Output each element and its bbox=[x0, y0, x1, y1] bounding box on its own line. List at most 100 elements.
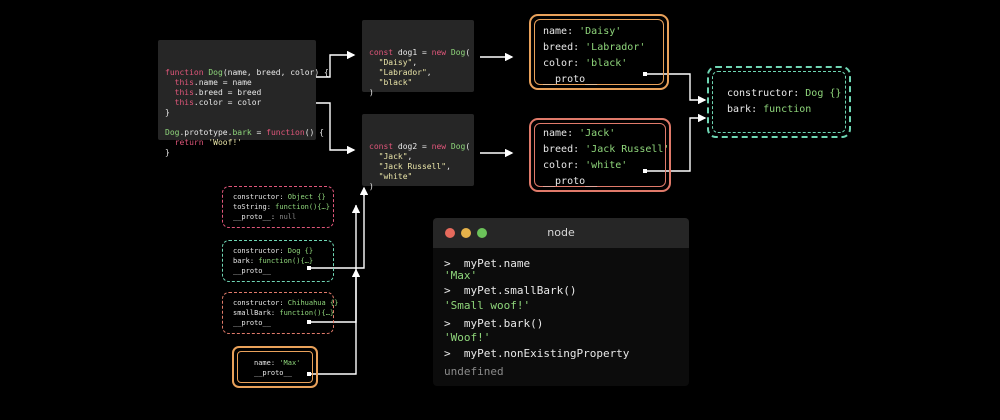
code-line: "Daisy", bbox=[369, 58, 467, 68]
code-token: ( bbox=[465, 142, 471, 151]
code-line: "Labrador", bbox=[369, 68, 467, 78]
code-line: bark: function(){…} bbox=[233, 256, 313, 266]
code-token: , bbox=[412, 58, 418, 67]
code-token: "white" bbox=[369, 172, 413, 181]
code-line: __proto__ bbox=[233, 318, 338, 328]
chihuahua-prototype-box: constructor: Chihuahua {}smallBark: func… bbox=[222, 292, 338, 334]
code-token: "Daisy" bbox=[369, 58, 413, 67]
code-token: return bbox=[165, 138, 209, 147]
code-token: function bbox=[763, 104, 812, 115]
code-token: 'Labrador' bbox=[585, 42, 646, 53]
terminal-line: > myPet.nonExistingProperty bbox=[444, 347, 630, 360]
code-token: breed: bbox=[543, 42, 586, 53]
mypet-object-box: name: 'Max'__proto__ bbox=[232, 346, 318, 388]
terminal-line: > myPet.bark() bbox=[444, 317, 544, 330]
code-line: this.name = name bbox=[165, 78, 309, 88]
code-token: dog2 bbox=[397, 142, 422, 151]
code-token: function(){…} bbox=[275, 203, 330, 211]
code-line: __proto__: null bbox=[233, 212, 330, 222]
code-token: ) bbox=[369, 182, 374, 191]
code-token: Chihuahua {} bbox=[287, 299, 339, 307]
code-line: constructor: Dog {} bbox=[727, 86, 841, 102]
code-token: bark: bbox=[727, 104, 764, 115]
code-token: "Jack" bbox=[369, 152, 408, 161]
node-terminal-window: node > myPet.name'Max'> myPet.smallBark(… bbox=[433, 218, 689, 386]
code-token: Object {} bbox=[287, 193, 326, 201]
code-token: bark bbox=[232, 128, 252, 137]
code-line: "Jack", bbox=[369, 152, 467, 162]
code-line: constructor: Chihuahua {} bbox=[233, 298, 338, 308]
code-line: constructor: Object {} bbox=[233, 192, 330, 202]
arrow-code-to-dog2 bbox=[316, 102, 356, 155]
code-token: "Jack Russell" bbox=[369, 162, 447, 171]
code-token: name: bbox=[254, 359, 280, 367]
code-token: constructor: bbox=[233, 247, 288, 255]
code-line: Dog.prototype.bark = function() { bbox=[165, 128, 324, 138]
code-token: function(){…} bbox=[258, 257, 314, 265]
code-token: 'black' bbox=[585, 58, 628, 69]
terminal-line: > myPet.smallBark() bbox=[444, 284, 577, 297]
code-line: __proto__ bbox=[233, 266, 313, 276]
code-token: 'Jack Russell' bbox=[585, 144, 670, 155]
code-token: 'Jack' bbox=[579, 128, 616, 139]
code-line: ) bbox=[369, 182, 467, 192]
code-token: 'Max' bbox=[279, 359, 301, 367]
code-lines: const dog2 = new Dog( "Jack", "Jack Russ… bbox=[369, 142, 471, 192]
code-lines: const dog1 = new Dog( "Daisy", "Labrador… bbox=[369, 48, 470, 98]
code-line: "black" bbox=[369, 78, 467, 88]
code-token: , bbox=[446, 162, 451, 171]
code-token: } bbox=[165, 148, 170, 157]
code-token: null bbox=[279, 213, 297, 221]
code-lines: function Dog(name, breed, color) { this.… bbox=[165, 68, 329, 158]
code-token: 'white' bbox=[585, 160, 628, 171]
code-token: this bbox=[165, 78, 194, 87]
code-token: __proto__ bbox=[543, 74, 598, 85]
code-line: color: 'black' bbox=[543, 56, 645, 72]
dog1-object: name: 'Daisy'breed: 'Labrador'color: 'bl… bbox=[529, 14, 669, 90]
code-token: 'Daisy' bbox=[579, 26, 622, 37]
dog2-object: name: 'Jack'breed: 'Jack Russell'color: … bbox=[529, 118, 671, 192]
terminal-title-bar: node bbox=[433, 218, 689, 248]
code-token: dog1 bbox=[397, 48, 422, 57]
code-line: toString: function(){…} bbox=[233, 202, 330, 212]
dog1-code-panel: const dog1 = new Dog( "Daisy", "Labrador… bbox=[362, 20, 474, 97]
code-token: Dog {} bbox=[805, 88, 842, 99]
terminal-line: 'Woof!' bbox=[444, 331, 491, 344]
code-token: bark: bbox=[233, 257, 259, 265]
dog2-code-panel: const dog2 = new Dog( "Jack", "Jack Russ… bbox=[362, 114, 474, 191]
object-prototype-box: constructor: Object {}toString: function… bbox=[222, 186, 334, 228]
arrow-code-to-dog1 bbox=[316, 50, 356, 78]
code-token: .color = color bbox=[193, 98, 262, 107]
code-token: color: bbox=[543, 58, 586, 69]
code-token: function bbox=[266, 128, 305, 137]
code-line: const dog1 = new Dog( bbox=[369, 48, 470, 58]
code-token: 'Woof!' bbox=[208, 138, 243, 147]
code-token: breed: bbox=[543, 144, 586, 155]
code-line: const dog2 = new Dog( bbox=[369, 142, 471, 152]
code-line: constructor: Dog {} bbox=[233, 246, 313, 256]
code-token: , bbox=[407, 152, 413, 161]
code-token: ) bbox=[369, 88, 374, 97]
code-line: breed: 'Labrador' bbox=[543, 40, 645, 56]
code-line: name: 'Daisy' bbox=[543, 24, 645, 40]
code-line: smallBark: function(){…} bbox=[233, 308, 338, 318]
code-line: __proto__ bbox=[543, 72, 645, 88]
code-line: "Jack Russell", bbox=[369, 162, 467, 172]
code-line: __proto__ bbox=[254, 368, 300, 378]
code-token: .breed = breed bbox=[193, 88, 262, 97]
code-token: __proto__ bbox=[233, 319, 271, 327]
code-token: __proto__: bbox=[233, 213, 280, 221]
code-line: return 'Woof!' bbox=[165, 138, 309, 148]
code-line: bark: function bbox=[727, 102, 841, 118]
code-token: const bbox=[369, 142, 398, 151]
code-token: } bbox=[165, 108, 170, 117]
terminal-line: 'Max' bbox=[444, 269, 478, 282]
close-dot-icon[interactable] bbox=[445, 228, 455, 238]
maximize-dot-icon[interactable] bbox=[477, 228, 487, 238]
arrow-dog-proto-up bbox=[309, 190, 365, 269]
code-token: smallBark: bbox=[233, 309, 280, 317]
minimize-dot-icon[interactable] bbox=[461, 228, 471, 238]
code-line: color: 'white' bbox=[543, 158, 669, 174]
terminal-title: node bbox=[547, 226, 575, 239]
